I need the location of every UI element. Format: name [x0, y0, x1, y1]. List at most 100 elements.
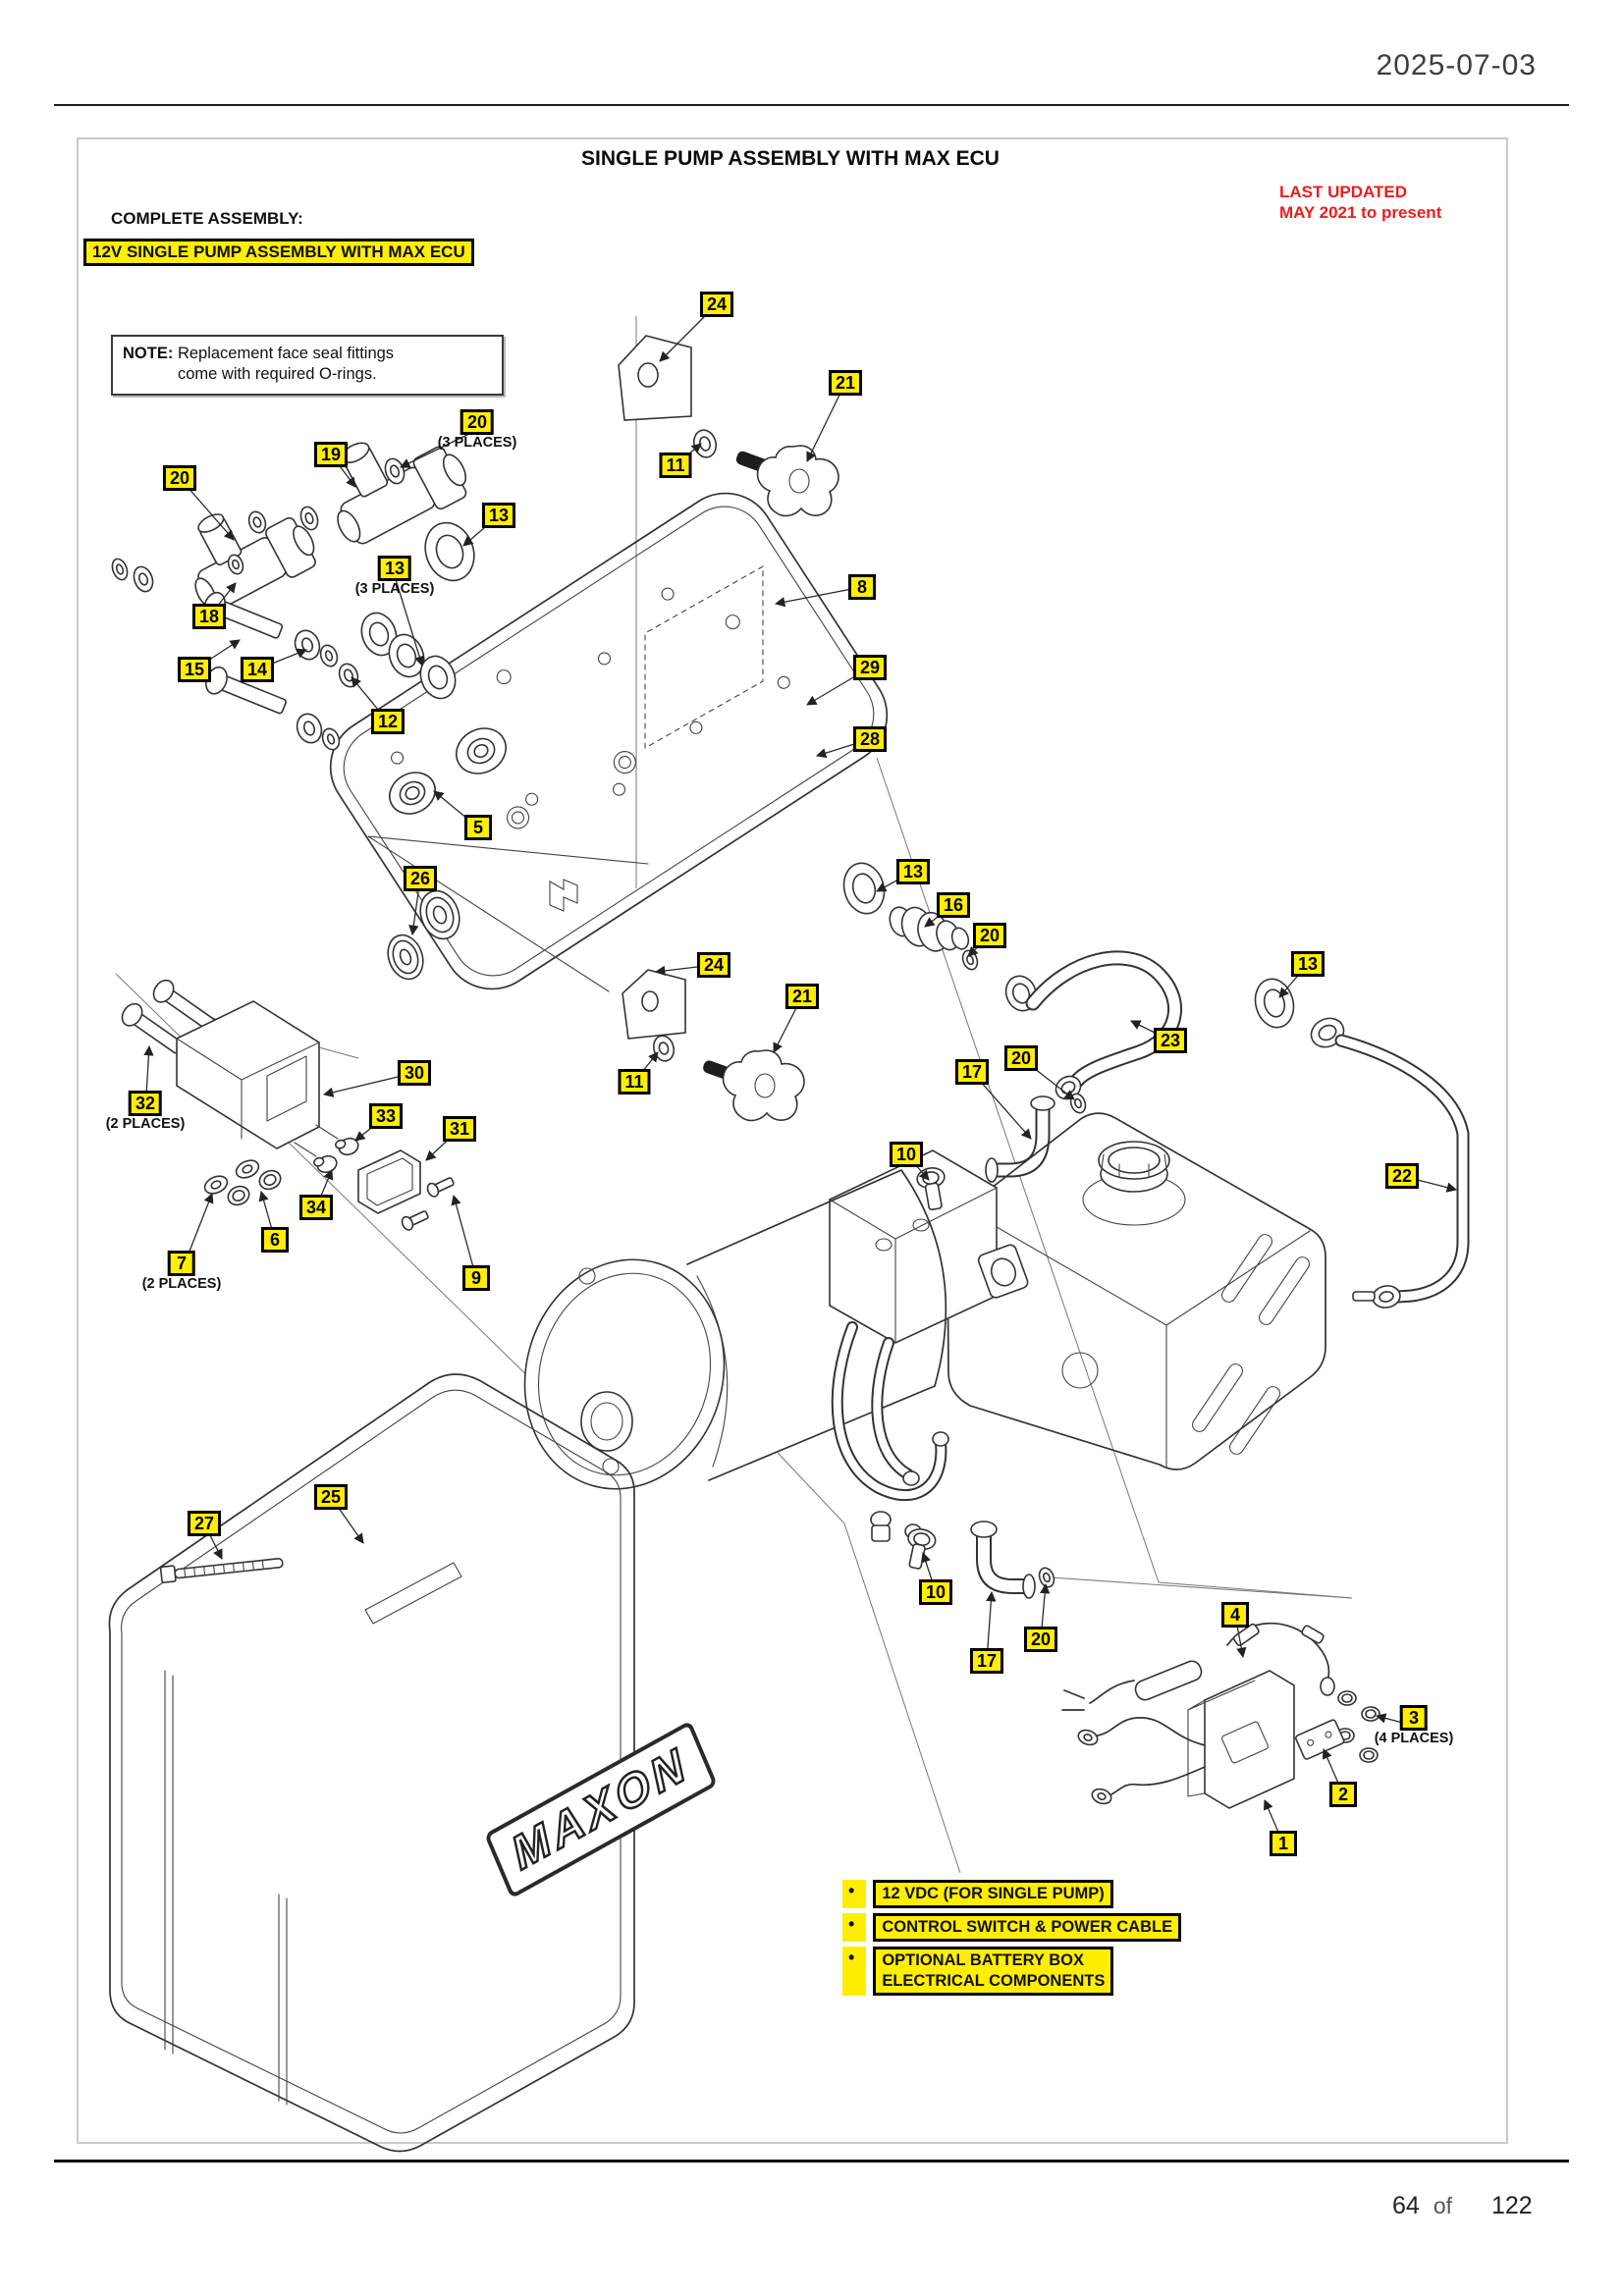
legend-item: •12 VDC (FOR SINGLE PUMP) [842, 1880, 1113, 1908]
callout-number: 8 [848, 574, 876, 600]
callout-19: 19 [313, 442, 349, 467]
callout-2: 2 [1329, 1782, 1357, 1807]
last-updated-note: LAST UPDATED MAY 2021 to present [1279, 182, 1505, 223]
callout-number: 10 [889, 1142, 924, 1167]
callout-note: (4 PLACES) [1374, 1731, 1454, 1746]
callout-33: 33 [368, 1103, 404, 1129]
callout-13: 13 [1290, 951, 1325, 977]
callout-number: 1 [1270, 1831, 1297, 1856]
pump-manifold [829, 1149, 1029, 1344]
callout-20: 20 [1023, 1627, 1058, 1652]
callout-24: 24 [696, 952, 731, 978]
complete-assembly-label: COMPLETE ASSEMBLY: [111, 209, 303, 228]
callout-17: 17 [954, 1059, 990, 1085]
mounting-plate [329, 492, 889, 992]
callout-21: 21 [828, 370, 863, 396]
callout-10: 10 [889, 1142, 924, 1167]
note-line1: Replacement face seal fittings [177, 345, 395, 362]
callout-number: 25 [313, 1484, 349, 1510]
assembly-name-highlight: 12V SINGLE PUMP ASSEMBLY WITH MAX ECU [83, 239, 474, 266]
elbow-17-lower [970, 1521, 1055, 1599]
footer-rule [54, 2160, 1569, 2163]
callout-number: 15 [177, 657, 212, 682]
coupler-fitting-16 [889, 906, 970, 952]
callout-number: 20 [1023, 1627, 1058, 1652]
callout-number: 20 [972, 923, 1007, 948]
knob-bracket-lower [622, 969, 805, 1122]
legend-bullet: • [842, 1913, 867, 1942]
callout-number: 33 [368, 1103, 404, 1129]
callout-number: 11 [618, 1069, 651, 1095]
callout-34: 34 [298, 1195, 334, 1220]
callout-number: 20 [1003, 1045, 1039, 1071]
callout-note: (2 PLACES) [105, 1116, 186, 1132]
callout-number: 18 [191, 604, 227, 629]
callout-number: 32 [128, 1091, 163, 1116]
callout-1: 1 [1270, 1831, 1297, 1856]
note-label: NOTE: [123, 345, 174, 362]
pump-hoses [831, 1321, 949, 1542]
note-line2: come with required O-rings. [178, 365, 377, 383]
page-date: 2025-07-03 [1376, 49, 1537, 81]
pump-assembly [523, 1112, 1326, 1599]
callout-note: (2 PLACES) [141, 1276, 222, 1292]
tee-fitting-18 [194, 513, 316, 611]
callout-number: 13 [895, 859, 931, 884]
switch-bracket-group [121, 979, 455, 1231]
legend-text: 12 VDC (FOR SINGLE PUMP) [873, 1880, 1113, 1908]
callout-25: 25 [313, 1484, 349, 1510]
callout-number: 9 [462, 1265, 490, 1291]
page-title: SINGLE PUMP ASSEMBLY WITH MAX ECU [581, 147, 1000, 170]
callout-number: 2 [1329, 1782, 1357, 1807]
callout-17: 17 [969, 1648, 1004, 1674]
callout-18: 18 [191, 604, 227, 629]
callout-12: 12 [370, 709, 406, 734]
callout-number: 20 [460, 409, 495, 435]
callout-27: 27 [187, 1511, 222, 1536]
legend-bullet: • [842, 1947, 867, 1996]
last-updated-line2: MAY 2021 to present [1279, 203, 1442, 222]
callout-number: 21 [828, 370, 863, 396]
callout-24: 24 [699, 292, 734, 317]
battery-box-group [1061, 1622, 1380, 1809]
legend-item: •CONTROL SWITCH & POWER CABLE [842, 1913, 1182, 1942]
battery-box-1 [1204, 1670, 1295, 1809]
callout-9: 9 [462, 1265, 490, 1291]
callout-number: 19 [313, 442, 349, 467]
tee-fitting-19 [337, 442, 467, 545]
footer-page-number: 64 [1392, 2192, 1420, 2219]
switch-31 [357, 1149, 421, 1214]
callout-number: 13 [377, 556, 412, 581]
callout-11: 11 [659, 453, 692, 478]
reservoir-tank [947, 1112, 1326, 1470]
callout-10: 10 [918, 1579, 953, 1605]
callout-14: 14 [240, 657, 275, 682]
callout-5: 5 [464, 815, 492, 840]
callout-6: 6 [261, 1227, 289, 1253]
callout-3: 3(4 PLACES) [1374, 1705, 1454, 1746]
callout-number: 34 [298, 1195, 334, 1220]
callout-note: (3 PLACES) [437, 435, 517, 451]
plate-2 [1295, 1719, 1345, 1760]
callout-number: 10 [918, 1579, 953, 1605]
callout-13: 13 [895, 859, 931, 884]
callout-20: 20 [162, 465, 197, 491]
callout-4: 4 [1221, 1602, 1249, 1628]
callout-23: 23 [1153, 1028, 1188, 1053]
callout-30: 30 [397, 1060, 432, 1086]
callout-20: 20 [972, 923, 1007, 948]
knob-bracket-upper [618, 335, 839, 517]
callout-number: 7 [167, 1251, 195, 1276]
callout-number: 31 [442, 1116, 477, 1142]
callout-13: 13(3 PLACES) [355, 556, 434, 597]
callout-number: 22 [1384, 1163, 1420, 1189]
callout-number: 13 [481, 503, 516, 528]
callout-7: 7(2 PLACES) [141, 1251, 222, 1292]
callout-16: 16 [936, 892, 971, 918]
callout-number: 20 [162, 465, 197, 491]
